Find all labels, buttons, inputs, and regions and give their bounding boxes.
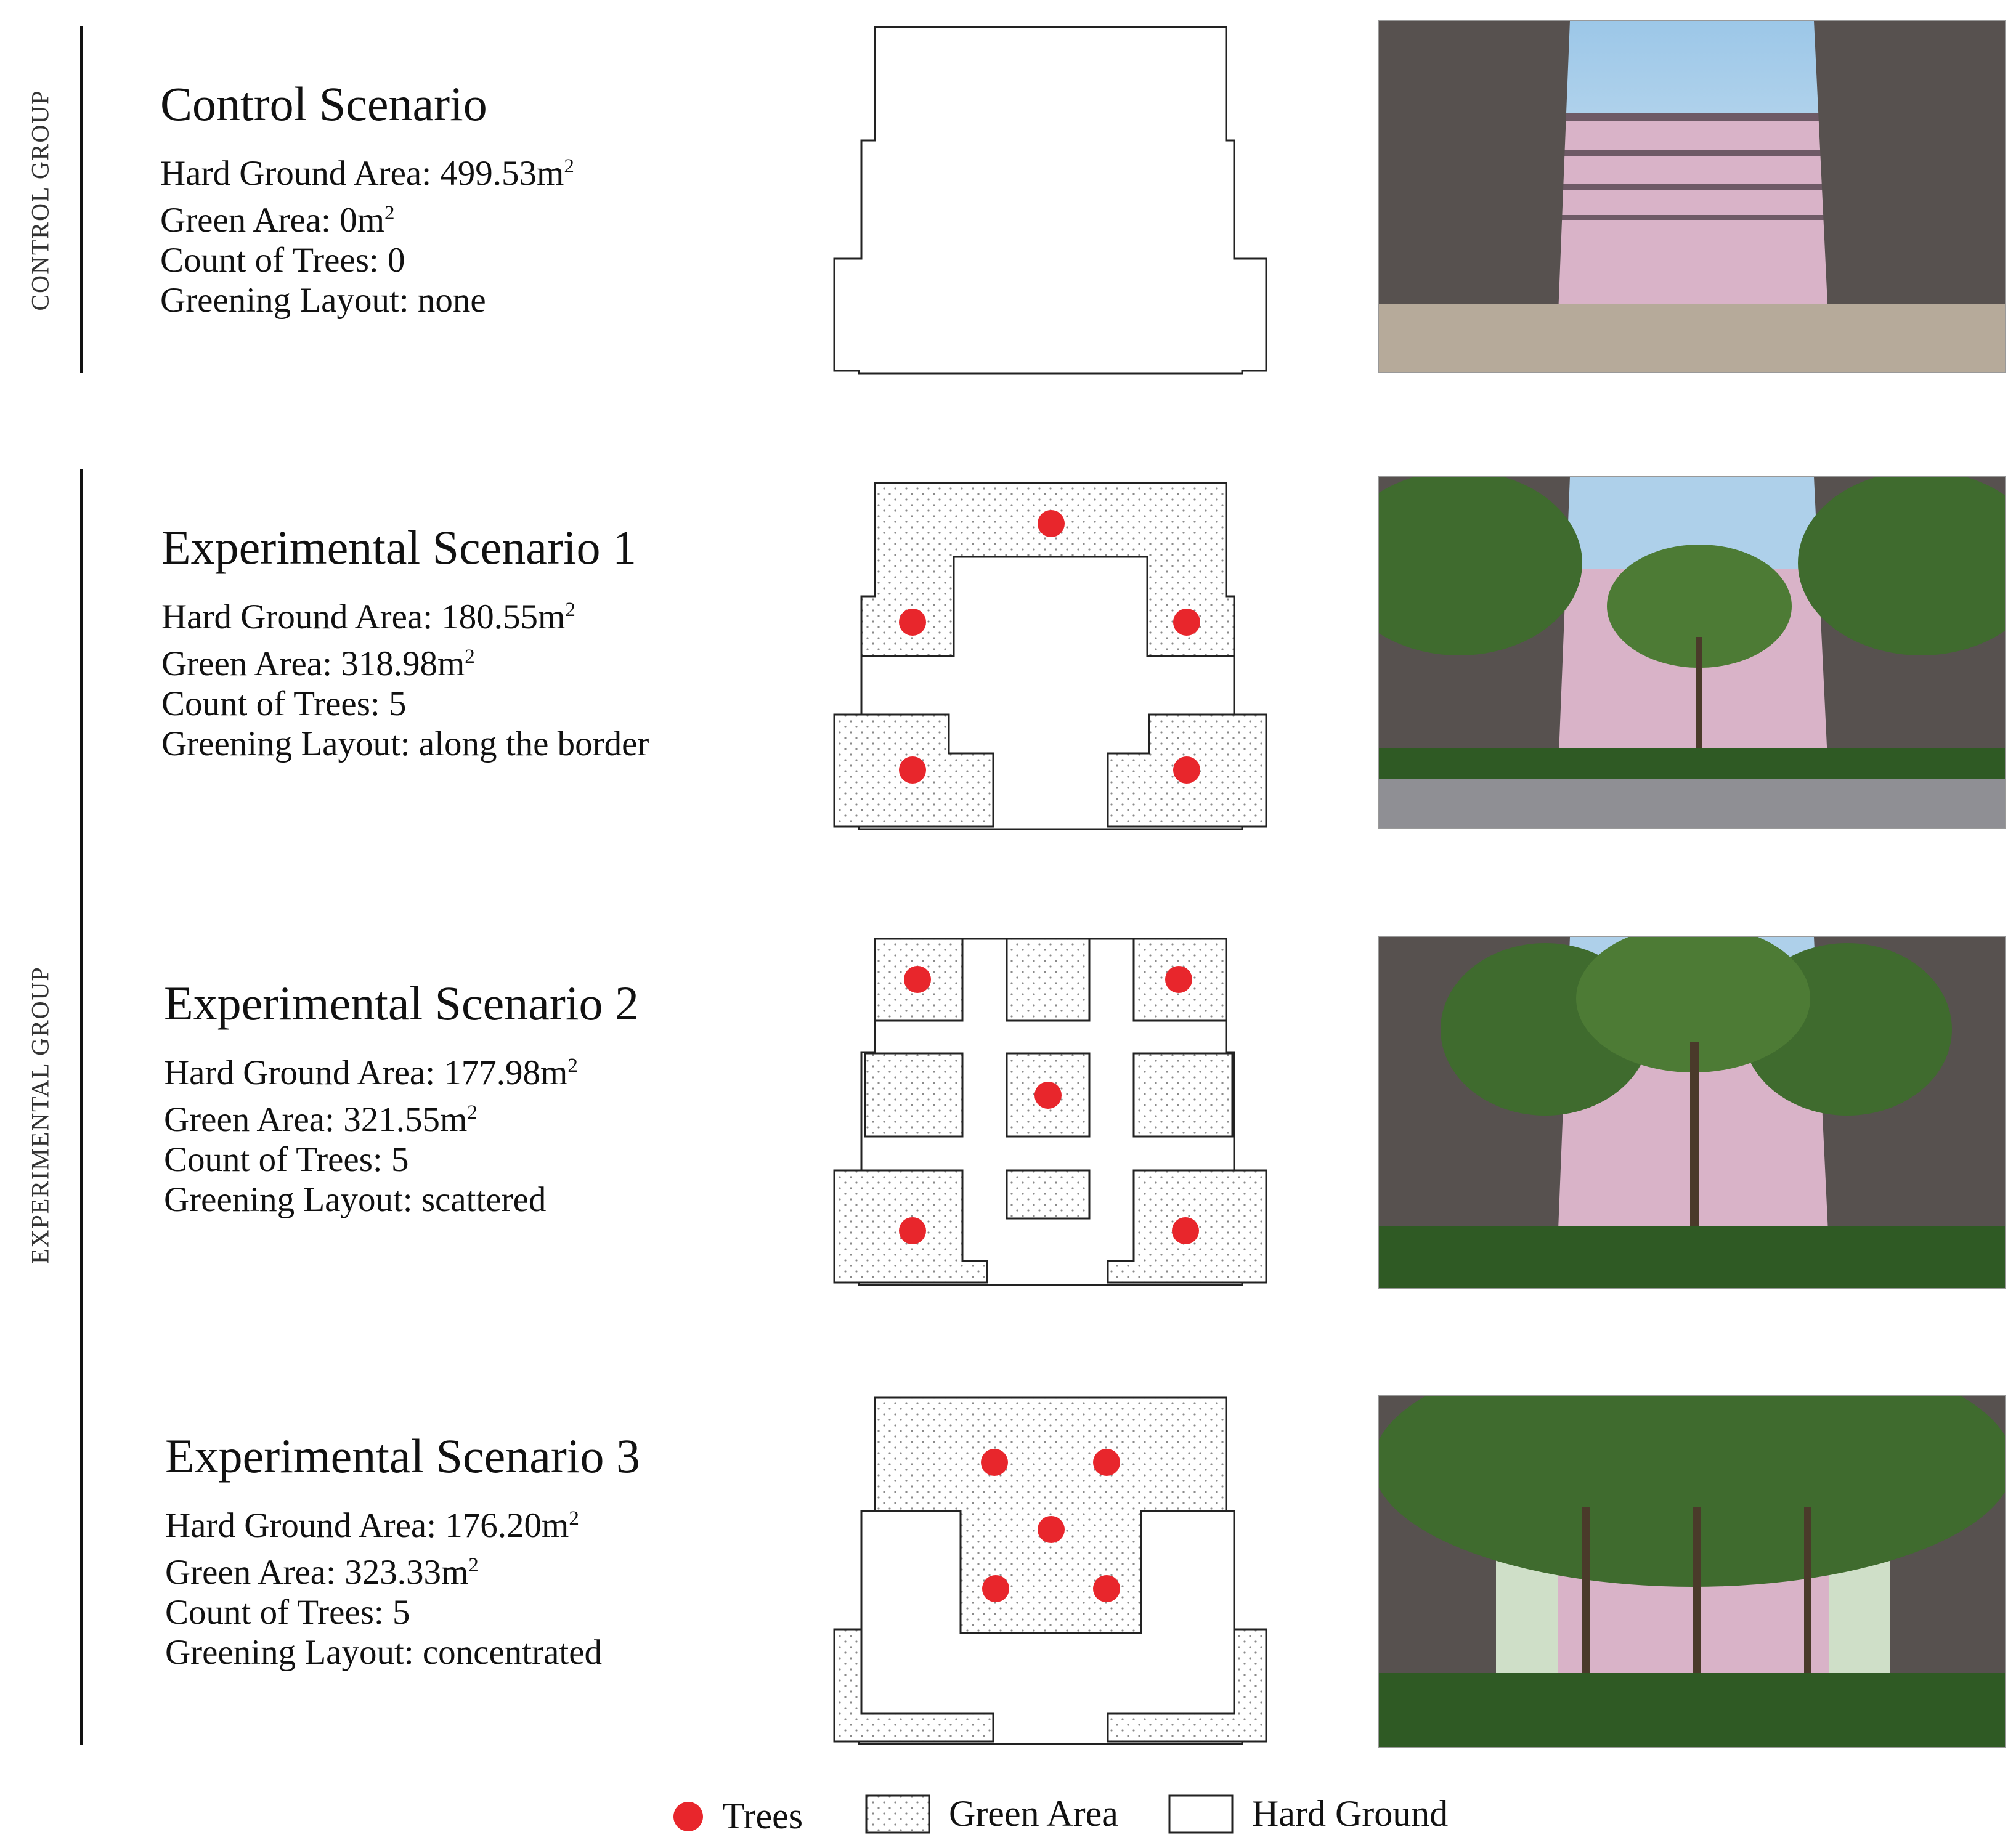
scenario-text-control: Control Scenario Hard Ground Area: 499.5… [160, 80, 574, 320]
site-plan-scenario-2 [833, 938, 1267, 1286]
experimental-group-line [80, 469, 83, 1745]
green-area-top [860, 482, 1235, 657]
scenario-text-1: Experimental Scenario 1 Hard Ground Area… [161, 524, 649, 764]
scenario-title: Experimental Scenario 2 [164, 976, 640, 1030]
green-plot [1006, 1169, 1091, 1220]
hard-ground-area-stat: Hard Ground Area: 180.55m2 [161, 598, 575, 636]
render-scenario-1 [1378, 476, 2006, 829]
legend-item-hard-ground: Hard Ground [1168, 1793, 1448, 1835]
legend-item-green-area: Green Area [865, 1793, 1118, 1835]
tree-marker [1093, 1449, 1120, 1476]
tree-marker [1034, 1082, 1062, 1109]
tree-marker [982, 1575, 1009, 1602]
tree-marker [899, 756, 926, 784]
tree-count-stat: Count of Trees: 5 [161, 684, 407, 723]
scenario-text-2: Experimental Scenario 2 Hard Ground Area… [164, 979, 639, 1220]
greening-layout-stat: Greening Layout: concentrated [165, 1633, 603, 1672]
legend-item-trees: Trees [673, 1795, 803, 1838]
tree-marker [899, 1217, 926, 1244]
green-area-stat: Green Area: 321.55m2 [164, 1100, 478, 1139]
tree-marker [1038, 510, 1065, 537]
site-plan-scenario-3 [833, 1396, 1267, 1745]
scenario-title: Experimental Scenario 1 [161, 521, 637, 574]
legend-label: Hard Ground [1252, 1793, 1449, 1834]
green-plot [1132, 1052, 1234, 1138]
tree-count-stat: Count of Trees: 5 [165, 1593, 410, 1632]
greening-layout-stat: Greening Layout: along the border [161, 724, 649, 763]
tree-marker [899, 609, 926, 636]
hard-ground-area [833, 26, 1267, 375]
control-group-label: CONTROL GROUP [26, 89, 54, 311]
green-area-bottom-left [833, 1628, 994, 1743]
hard-ground-area-stat: Hard Ground Area: 176.20m2 [165, 1506, 579, 1545]
tree-marker [1038, 1516, 1065, 1543]
tree-marker [1165, 966, 1192, 993]
experimental-group-label: EXPERIMENTAL GROUP [26, 966, 54, 1264]
legend-label: Trees [722, 1796, 803, 1836]
render-control [1378, 20, 2006, 373]
legend-label: Green Area [949, 1793, 1118, 1834]
tree-count-stat: Count of Trees: 5 [164, 1140, 409, 1179]
render-scenario-2 [1378, 936, 2006, 1289]
greening-layout-stat: Greening Layout: scattered [164, 1180, 547, 1219]
tree-marker [1172, 1217, 1199, 1244]
tree-marker [1173, 609, 1200, 636]
render-scenario-3 [1378, 1395, 2006, 1748]
green-area-stat: Green Area: 0m2 [160, 201, 395, 240]
legend: Trees Green Area Hard Ground [0, 1793, 2008, 1848]
green-area-bottom-right [1107, 1628, 1267, 1743]
tree-count-stat: Count of Trees: 0 [160, 241, 405, 280]
tree-marker [1093, 1575, 1120, 1602]
green-area-stat: Green Area: 318.98m2 [161, 644, 475, 683]
scenario-title: Experimental Scenario 3 [165, 1429, 641, 1483]
site-plan-scenario-1 [833, 482, 1267, 830]
tree-marker [981, 1449, 1008, 1476]
green-area-center [874, 1396, 1227, 1634]
control-group-line [80, 26, 83, 373]
tree-marker [904, 966, 931, 993]
green-plot [1006, 938, 1091, 1022]
scenario-title: Control Scenario [160, 77, 487, 131]
tree-marker-icon [673, 1801, 703, 1831]
tree-marker [1173, 756, 1200, 784]
green-area-stat: Green Area: 323.33m2 [165, 1553, 479, 1592]
hard-ground-area-stat: Hard Ground Area: 499.53m2 [160, 154, 574, 193]
site-plan-control [833, 26, 1267, 375]
hard-ground-swatch-icon [1168, 1794, 1234, 1833]
green-plot [864, 1052, 964, 1138]
hard-ground-area-stat: Hard Ground Area: 177.98m2 [164, 1053, 578, 1092]
green-area-swatch-icon [865, 1794, 930, 1833]
scenario-text-3: Experimental Scenario 3 Hard Ground Area… [165, 1432, 640, 1672]
greening-layout-stat: Greening Layout: none [160, 281, 486, 320]
